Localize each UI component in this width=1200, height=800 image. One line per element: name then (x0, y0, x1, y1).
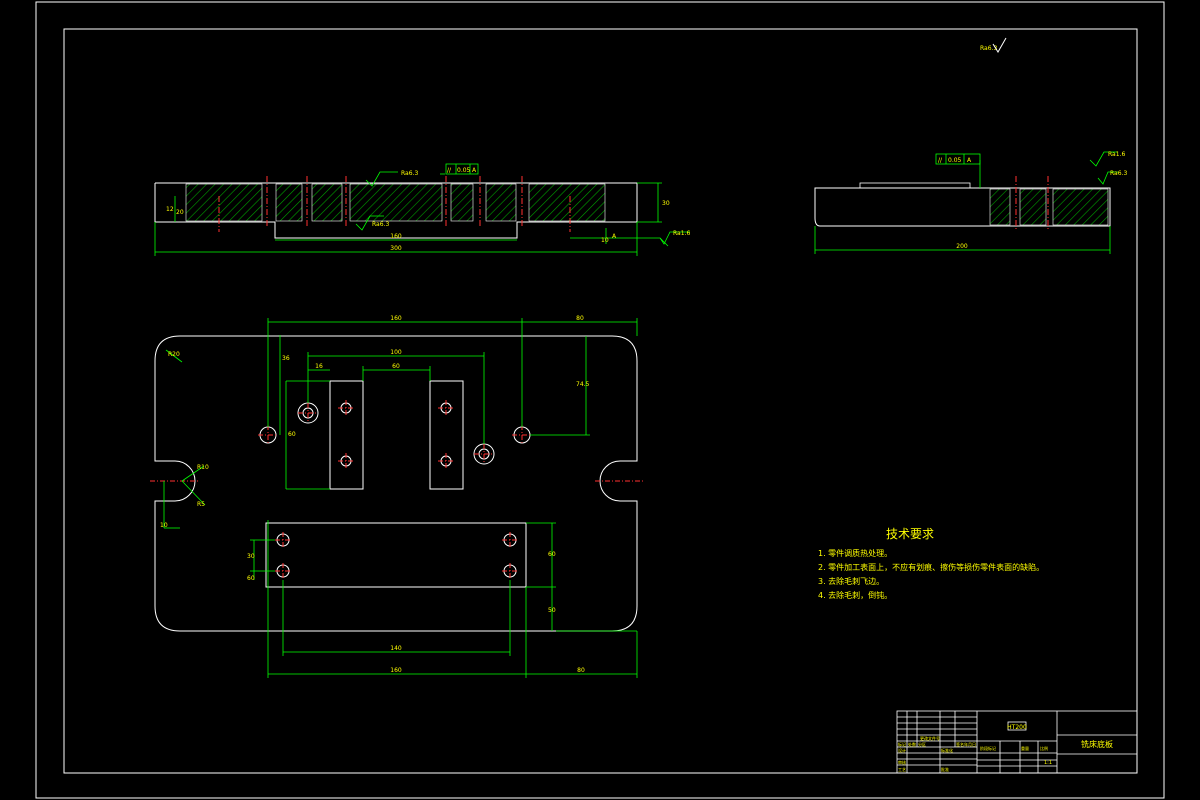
section-gdt-datum: A (472, 167, 477, 174)
side-top-profile (859, 182, 971, 189)
outer-border (35, 1, 1165, 799)
side-dim-width: 200 (956, 243, 968, 250)
section-dim-height: 30 (662, 200, 670, 207)
title-block-cell: 批准 (941, 766, 949, 772)
title-block-cell: 比例 (1040, 745, 1048, 751)
plan-dim-lower-right-50: 50 (548, 607, 556, 614)
section-dim-depth: 10 (601, 237, 609, 244)
title-block (896, 710, 1138, 774)
section-roughness-3: Ra1.6 (659, 230, 690, 245)
side-gdt-datum: A (967, 157, 972, 164)
global-roughness-mark: Ra6.3 (980, 37, 1007, 53)
section-roughness-1: Ra6.3 (365, 170, 418, 187)
side-roughness-2-label: Ra6.3 (1110, 170, 1127, 177)
plan-dim-top-80: 80 (576, 315, 584, 322)
title-block-cell: 分区 (918, 741, 926, 747)
section-roughness-2-label: Ra6.3 (372, 221, 389, 228)
title-block-cell: 更改文件号 (920, 735, 940, 741)
plan-dim-slot-depth: 10 (160, 522, 168, 529)
section-dim-small-a: 12 (166, 206, 174, 213)
inner-border (63, 28, 1138, 774)
section-gdt-tol: 0.05 (457, 167, 471, 174)
title-block-cell: 处数 (908, 741, 916, 747)
side-gdt-frame: // 0.05 A (935, 153, 981, 165)
plan-dim-bottom-160: 160 (390, 667, 402, 674)
title-block-cell: 工艺 (898, 767, 906, 772)
side-roughness-2: Ra6.3 (1097, 170, 1127, 185)
plan-clamp-block-right (429, 380, 464, 490)
section-dimensions (154, 173, 669, 256)
plan-holes (259, 402, 531, 578)
section-roughness-1-label: Ra6.3 (401, 170, 418, 177)
side-gdt-symbol: // (938, 157, 943, 164)
plan-clamp-block-left (329, 380, 364, 490)
plan-dim-inner-16: 16 (315, 363, 323, 370)
title-block-cell: 年月日 (964, 741, 976, 747)
tech-requirements: 技术要求 1. 零件调质热处理。 2. 零件加工表面上，不应有划痕、擦伤等损伤零… (818, 527, 1044, 600)
section-hole-centerlines (218, 176, 571, 232)
title-block-part-name: 铣床底板 (1081, 739, 1113, 749)
side-roughness-1: Ra1.6 (1089, 151, 1125, 167)
side-gdt-tol: 0.05 (948, 157, 962, 164)
plan-dim-left-36: 36 (282, 355, 290, 362)
plan-dim-lower-60: 60 (247, 575, 255, 582)
plan-dim-lower-right-60: 60 (548, 551, 556, 558)
plan-dim-slot-r5: R5 (197, 501, 205, 508)
side-hole-centerlines (1015, 176, 1049, 230)
title-block-cell: 标准化 (941, 747, 953, 753)
plan-centerlines (150, 400, 645, 579)
side-roughness-1-label: Ra1.6 (1108, 151, 1125, 158)
tech-requirement-item: 1. 零件调质热处理。 (818, 548, 892, 558)
plan-dim-bottom-80: 80 (577, 667, 585, 674)
side-dimensions (814, 160, 1111, 254)
section-outline (154, 182, 638, 239)
plan-dim-lower-140: 140 (390, 645, 402, 652)
section-view: 300 160 30 12 20 10 A Ra6.3 Ra6.3 Ra1.6 … (154, 163, 690, 256)
title-block-cell: 签名 (956, 741, 964, 747)
section-dim-inner-length: 160 (390, 233, 402, 240)
tech-requirement-item: 2. 零件加工表面上，不应有划痕、擦伤等损伤零件表面的缺陷。 (818, 562, 1044, 572)
plan-dim-inner-60: 60 (392, 363, 400, 370)
roughness-symbol-icon (992, 37, 1007, 53)
global-roughness-label: Ra6.3 (980, 45, 997, 52)
section-hatch (185, 183, 606, 222)
sheet-frame (35, 1, 1165, 799)
plan-view: 160 80 100 60 16 36 60 74.5 R20 R10 R5 1… (150, 315, 645, 678)
side-outline (814, 187, 1111, 227)
plan-dim-right-74-5: 74.5 (576, 381, 590, 388)
plan-dim-top-160: 160 (390, 315, 402, 322)
title-block-cell: 重量 (1021, 745, 1029, 751)
section-dim-small-b: 20 (176, 209, 184, 216)
plan-dim-inner-100: 100 (390, 349, 402, 356)
section-gdt-frame: // 0.05 A (445, 163, 479, 175)
plan-dimensions (163, 318, 638, 678)
plan-dim-lower-30: 30 (247, 553, 255, 560)
title-block-cell: 审核 (898, 759, 906, 765)
section-datum-label: A (612, 233, 617, 240)
plan-dim-corner-radius: R20 (168, 351, 180, 358)
side-view: 200 // 0.05 A Ra1.6 Ra6.3 (814, 151, 1127, 254)
plan-lower-plate (265, 522, 527, 588)
side-hatch (989, 188, 1109, 226)
plan-dim-left-60: 60 (288, 431, 296, 438)
tech-requirement-item: 3. 去除毛刺飞边。 (818, 576, 884, 586)
title-block-scale: 1:1 (1044, 760, 1052, 766)
tech-requirements-title: 技术要求 (886, 527, 934, 541)
title-block-material: HT200 (1007, 724, 1027, 731)
title-block-text: HT200 铣床底板 1:1 标记 处数 分区 更改文件号 签名 年月日 设计 … (898, 724, 1113, 772)
plan-dim-slot-r10: R10 (197, 464, 209, 471)
section-dim-overall-length: 300 (390, 245, 402, 252)
section-gdt-symbol: // (447, 167, 452, 174)
tech-requirement-item: 4. 去除毛刺，倒钝。 (818, 590, 892, 600)
title-block-cell: 阶段标记 (980, 745, 996, 751)
section-roughness-2: Ra6.3 (355, 215, 389, 231)
title-block-cell: 标记 (898, 741, 906, 747)
title-block-cell: 设计 (898, 747, 906, 753)
section-roughness-3-label: Ra1.6 (673, 230, 690, 237)
